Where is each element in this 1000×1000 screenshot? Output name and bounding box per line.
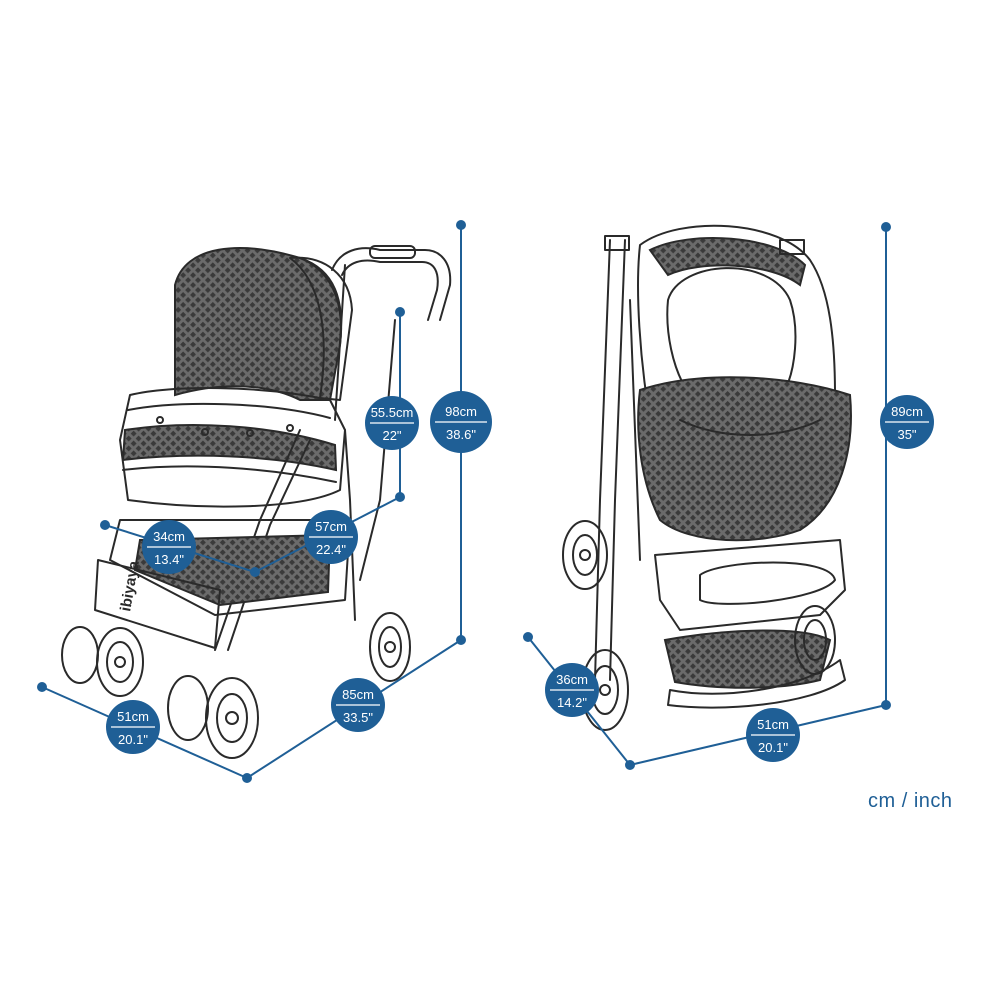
badge-open-length-imperial: 33.5"	[343, 710, 373, 725]
folded-upper-wheel	[562, 520, 608, 590]
open-front-right-wheels	[167, 675, 259, 759]
badge-open-width-imperial: 20.1"	[118, 732, 148, 747]
badge-folded-width-metric: 51cm	[757, 717, 789, 732]
open-front-left-wheels	[61, 626, 144, 697]
open-stroller-illustration: ibiyaya	[61, 245, 452, 759]
badge-open-seat-length-metric: 57cm	[315, 519, 347, 534]
folded-rear-wheel	[794, 605, 836, 675]
badge-open-seat-length: 57cm 22.4"	[304, 510, 358, 564]
badge-open-seat-width: 34cm 13.4"	[142, 520, 196, 574]
badge-folded-height-metric: 89cm	[891, 404, 923, 419]
badge-open-height: 98cm 38.6"	[430, 391, 492, 453]
badge-open-length: 85cm 33.5"	[331, 678, 385, 732]
badge-open-depth-metric: 55.5cm	[371, 405, 414, 420]
badge-open-height-metric: 98cm	[445, 404, 477, 419]
badge-folded-height-imperial: 35"	[897, 427, 916, 442]
badge-folded-width-imperial: 20.1"	[758, 740, 788, 755]
badge-open-seat-length-imperial: 22.4"	[316, 542, 346, 557]
badge-folded-depth-metric: 36cm	[556, 672, 588, 687]
badge-open-depth-imperial: 22"	[382, 428, 401, 443]
brand-logo: ibiyaya	[117, 559, 143, 613]
unit-label: cm / inch	[868, 790, 953, 812]
badge-open-depth: 55.5cm 22"	[365, 396, 419, 450]
badge-open-seat-width-imperial: 13.4"	[154, 552, 184, 567]
open-rear-wheel	[369, 612, 411, 682]
badge-open-length-metric: 85cm	[342, 687, 374, 702]
badge-folded-depth-imperial: 14.2"	[557, 695, 587, 710]
badge-folded-depth: 36cm 14.2"	[545, 663, 599, 717]
badge-open-height-imperial: 38.6"	[446, 427, 476, 442]
badge-open-width-metric: 51cm	[117, 709, 149, 724]
badge-folded-width: 51cm 20.1"	[746, 708, 800, 762]
badge-folded-height: 89cm 35"	[880, 395, 934, 449]
badge-open-seat-width-metric: 34cm	[153, 529, 185, 544]
folded-stroller-illustration	[562, 224, 852, 731]
badge-open-width: 51cm 20.1"	[106, 700, 160, 754]
